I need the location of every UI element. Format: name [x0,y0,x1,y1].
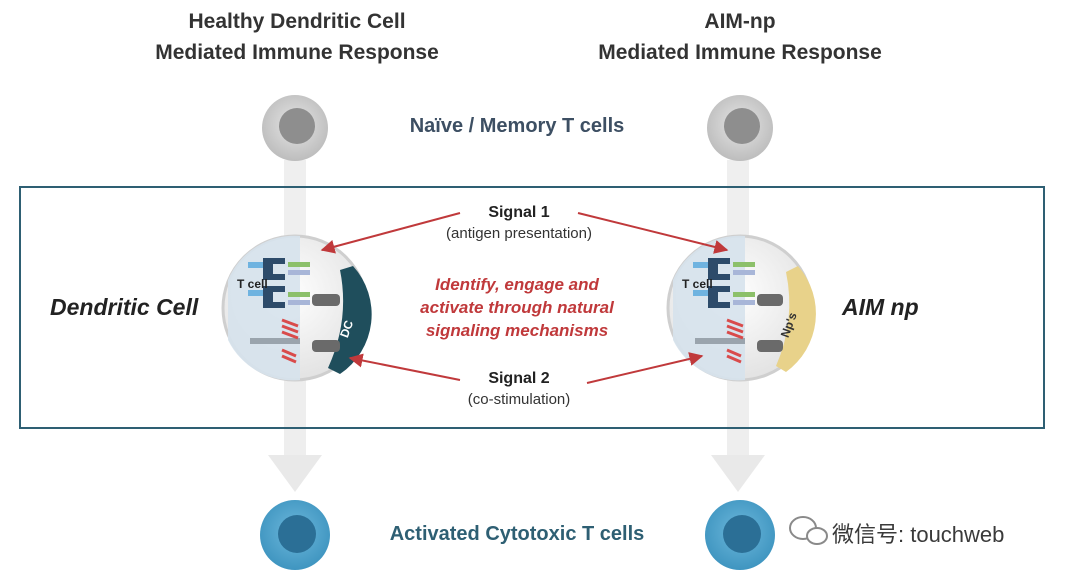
left-column-header: Healthy Dendritic Cell Mediated Immune R… [117,6,477,68]
signal2-subtitle: (co-stimulation) [467,391,571,408]
signal2-left-arrow [348,353,461,381]
dendritic-cell-title: Dendritic Cell [50,294,199,320]
mechanism-line3: signaling mechanisms [425,321,609,340]
signal1-label: Signal 1 (antigen presentation) [399,202,639,244]
left-header-line1: Healthy Dendritic Cell [188,10,406,33]
wechat-icon [789,516,828,545]
right-header-line2: Mediated Immune Response [598,41,882,64]
aim-np-title: AIM np [842,294,919,320]
right-column-header: AIM-np Mediated Immune Response [560,6,920,68]
left-tcell-label: T cell [237,277,268,291]
mechanism-panel [19,186,1045,429]
right-naive-t-cell [707,95,773,161]
left-header-line2: Mediated Immune Response [155,41,439,64]
signal2-title: Signal 2 [488,370,550,387]
naive-memory-label: Naïve / Memory T cells [409,115,625,137]
right-synapse-lens [666,234,816,382]
left-naive-t-cell [262,95,328,161]
signal1-left-arrow [320,212,461,254]
signal2-label: Signal 2 (co-stimulation) [399,368,639,410]
mechanism-description: Identify, engage and activate through na… [392,273,642,342]
right-activated-t-cell [705,500,775,570]
activated-cytotoxic-label: Activated Cytotoxic T cells [389,523,645,545]
right-header-line1: AIM-np [704,10,776,33]
signal2-right-arrow [586,352,704,384]
left-activated-t-cell [260,500,330,570]
mechanism-line1: Identify, engage and [435,275,599,294]
signal1-right-arrow [577,212,729,254]
right-tcell-label: T cell [682,277,713,291]
signal1-title: Signal 1 [488,204,550,221]
watermark-text: 微信号: touchweb [832,522,1005,547]
mechanism-line2: activate through natural [420,298,614,317]
signal1-subtitle: (antigen presentation) [446,225,592,242]
left-synapse-lens [221,234,372,382]
